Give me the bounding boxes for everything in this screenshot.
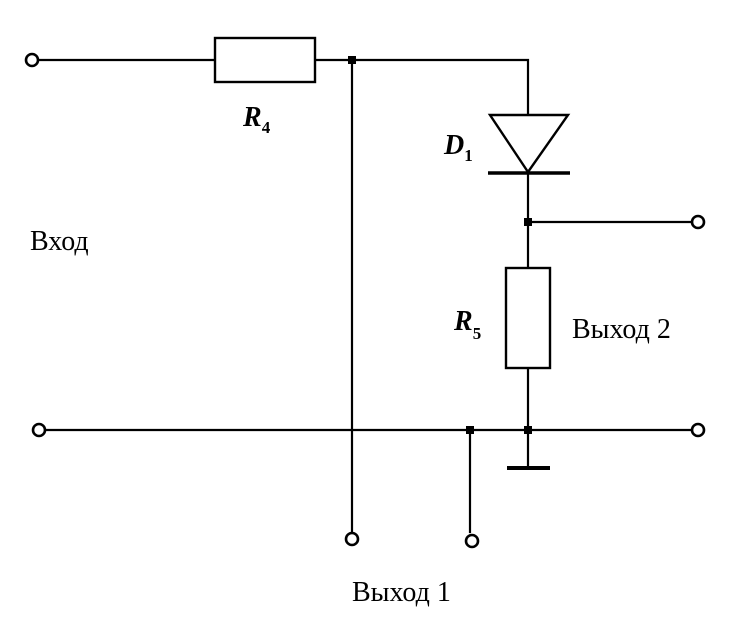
junction-node (348, 56, 356, 64)
terminal-input-top (24, 52, 40, 68)
junction-node (524, 426, 532, 434)
label-r4: R4 (242, 102, 271, 137)
label-r5: R5 (453, 306, 481, 343)
label-output2: Выход 2 (572, 314, 671, 345)
resistor-r5 (504, 266, 552, 370)
junction-node (524, 218, 532, 226)
terminal-output1-left (344, 531, 360, 547)
terminal-output2-bottom (690, 422, 706, 438)
junction-node (466, 426, 474, 434)
terminal-output1-right (464, 533, 480, 549)
label-input: Вход (30, 226, 89, 257)
resistor-r4 (213, 36, 317, 84)
terminal-output2-top (690, 214, 706, 230)
junction-nodes (348, 56, 532, 434)
wire-r4-to-diode (313, 58, 530, 117)
wires (36, 58, 693, 534)
terminal-input-bottom (31, 422, 47, 438)
diode-triangle (487, 113, 571, 175)
terminals (24, 52, 706, 549)
label-output1: Выход 1 (352, 577, 451, 608)
label-d1: D1 (443, 130, 473, 165)
diode-d1 (487, 113, 571, 175)
